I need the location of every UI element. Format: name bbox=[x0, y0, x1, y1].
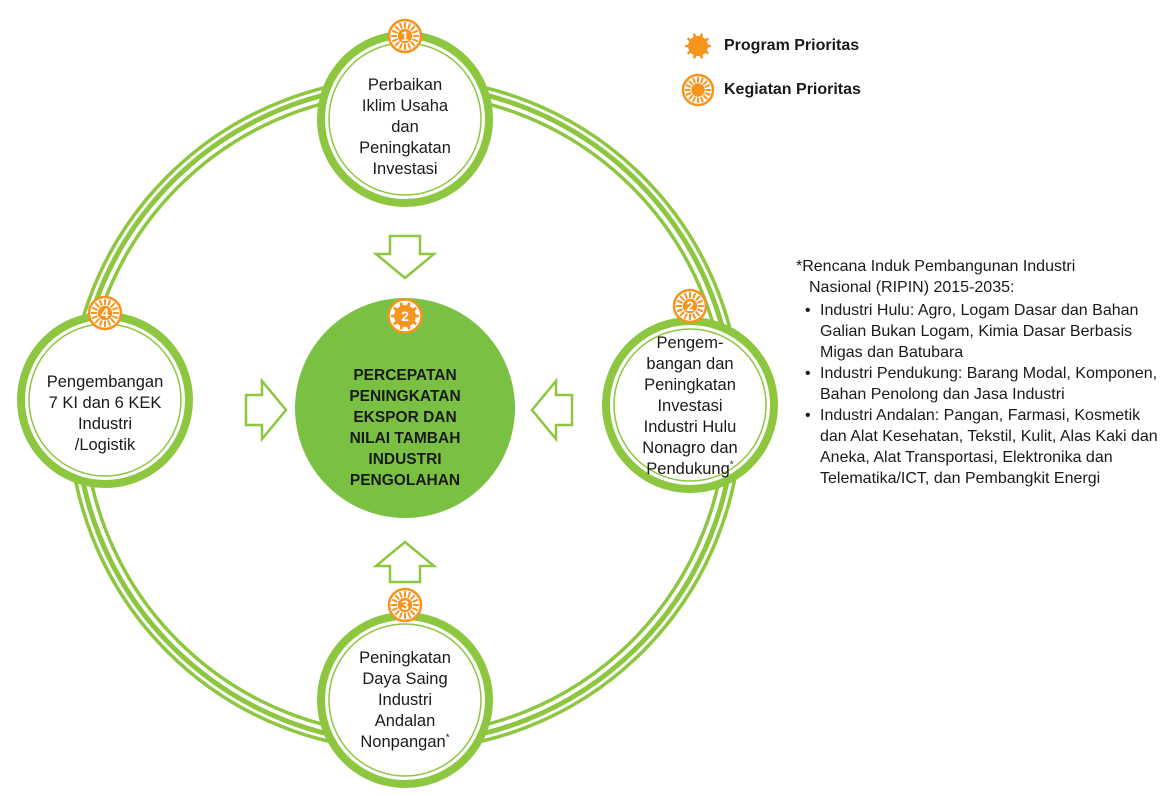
node-line: Daya Saing bbox=[362, 670, 448, 688]
center-title: PERCEPATAN PENINGKATAN EKSPOR DAN NILAI … bbox=[315, 365, 495, 491]
badge-number: 1 bbox=[401, 28, 409, 44]
sun-rays-icon bbox=[390, 590, 420, 620]
badge-number: 4 bbox=[101, 305, 109, 321]
footnote-title-line: Nasional (RIPIN) 2015-2035: bbox=[809, 279, 1015, 296]
sun-rays-icon bbox=[684, 76, 712, 104]
arrow-from-top bbox=[372, 234, 438, 280]
footnote-list: Industri Hulu: Agro, Logam Dasar dan Bah… bbox=[796, 300, 1162, 489]
node-line: Industri bbox=[377, 691, 433, 709]
badge-number: 2 bbox=[401, 308, 409, 324]
legend-program-label: Program Prioritas bbox=[724, 37, 860, 54]
center-line: NILAI TAMBAH bbox=[349, 430, 461, 447]
footnote-item: Industri Andalan: Pangan, Farmasi, Kosme… bbox=[796, 405, 1160, 489]
node-line-text: Nonpangan bbox=[360, 733, 446, 751]
node-1-badge: 1 bbox=[387, 18, 423, 54]
footnote-mark: * bbox=[445, 732, 450, 744]
gear-icon bbox=[685, 33, 711, 59]
node-3-label: Peningkatan Daya Saing Industri Andalan … bbox=[335, 648, 475, 753]
footnote-mark: * bbox=[729, 459, 734, 471]
node-line: Iklim Usaha bbox=[361, 97, 449, 115]
node-line: Investasi bbox=[372, 160, 438, 178]
node-line: Pengembangan bbox=[46, 373, 164, 391]
node-line: Andalan bbox=[374, 712, 436, 730]
node-2-label: Pengem- bangan dan Peningkatan Investasi… bbox=[620, 333, 760, 480]
node-4-badge: 4 bbox=[87, 295, 123, 331]
node-line: Perbaikan bbox=[367, 76, 443, 94]
center-badge: 2 bbox=[387, 298, 423, 334]
node-line: Industri bbox=[77, 415, 133, 433]
node-line: Nonagro dan bbox=[642, 439, 738, 457]
center-line: PENINGKATAN bbox=[349, 388, 461, 405]
node-line: Pendukung* bbox=[620, 459, 760, 480]
badges-layer: 1 2 3 4 2 bbox=[87, 18, 715, 623]
node-1-label: Perbaikan Iklim Usaha dan Peningkatan In… bbox=[335, 75, 475, 180]
center-line: EKSPOR DAN bbox=[353, 409, 457, 426]
ripin-footnote: *Rencana Induk Pembangunan Industri Nasi… bbox=[796, 256, 1162, 489]
node-line-text: Pendukung bbox=[646, 460, 730, 478]
gear-icon bbox=[391, 302, 419, 330]
sun-rays-icon bbox=[390, 21, 420, 51]
node-line: /Logistik bbox=[74, 436, 136, 454]
node-line: Peningkatan bbox=[359, 139, 451, 157]
node-line: Industri Hulu bbox=[643, 418, 737, 436]
badge-number: 2 bbox=[686, 298, 694, 314]
sun-rays-icon bbox=[675, 291, 705, 321]
legend-gear-icon bbox=[685, 33, 711, 59]
node-line: dan bbox=[391, 118, 419, 136]
center-line: INDUSTRI bbox=[368, 451, 442, 468]
center-line: PERCEPATAN bbox=[353, 367, 457, 384]
node-circle-3 bbox=[317, 612, 493, 788]
legend-sun-icon bbox=[681, 73, 715, 107]
node-line: Pengem- bbox=[656, 334, 724, 352]
sun-rays-icon bbox=[90, 298, 120, 328]
node-line: Investasi bbox=[657, 397, 723, 415]
footnote-item: Industri Hulu: Agro, Logam Dasar dan Bah… bbox=[796, 300, 1160, 363]
node-line: bangan dan bbox=[646, 355, 734, 373]
center-circle bbox=[295, 298, 515, 518]
node-line: Peningkatan bbox=[359, 649, 451, 667]
node-3-badge: 3 bbox=[387, 587, 423, 623]
arrow-from-right bbox=[530, 377, 574, 443]
center-line: PENGOLAHAN bbox=[349, 472, 461, 489]
node-2-badge: 2 bbox=[672, 288, 708, 324]
node-line: Peningkatan bbox=[644, 376, 736, 394]
arrow-from-bottom bbox=[372, 540, 438, 584]
arrow-from-left bbox=[244, 377, 288, 443]
node-line: 7 KI dan 6 KEK bbox=[48, 394, 162, 412]
badge-number: 3 bbox=[401, 597, 409, 613]
footnote-title: *Rencana Induk Pembangunan Industri Nasi… bbox=[796, 256, 1162, 298]
legend-kegiatan-label: Kegiatan Prioritas bbox=[724, 81, 861, 98]
footnote-title-line: *Rencana Induk Pembangunan Industri bbox=[796, 258, 1076, 275]
node-4-label: Pengembangan 7 KI dan 6 KEK Industri /Lo… bbox=[35, 372, 175, 456]
node-line: Nonpangan* bbox=[335, 732, 475, 753]
footnote-item: Industri Pendukung: Barang Modal, Kompon… bbox=[796, 363, 1160, 405]
